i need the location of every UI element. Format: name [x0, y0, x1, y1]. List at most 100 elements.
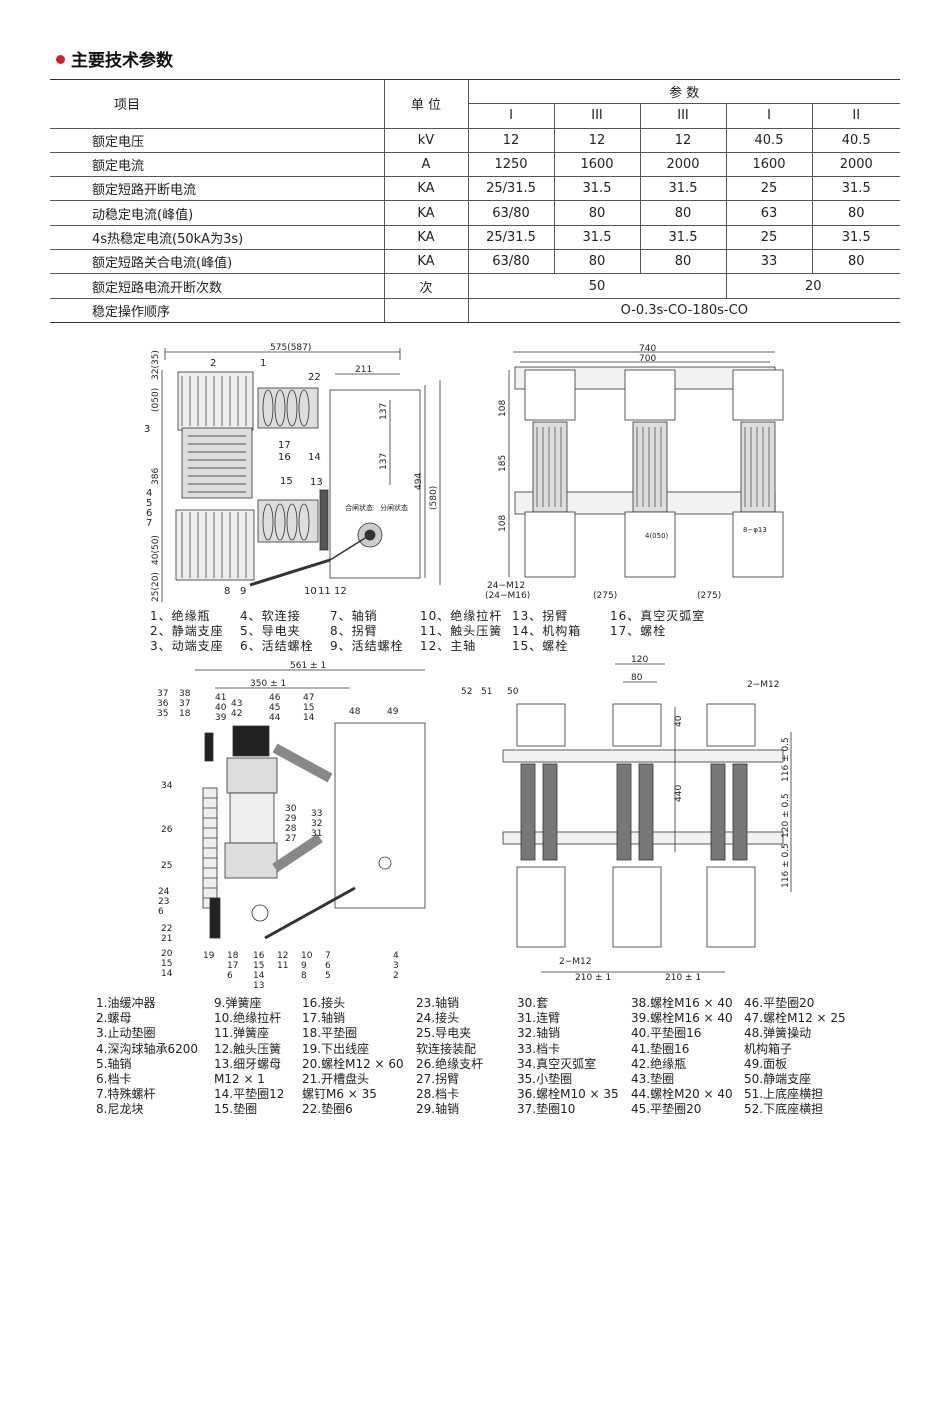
svg-text:14: 14 — [161, 969, 173, 979]
svg-text:28: 28 — [285, 824, 297, 834]
svg-text:8: 8 — [224, 586, 230, 597]
dim-580: (580) — [429, 486, 439, 510]
dim-80: 80 — [631, 673, 643, 683]
dim-386: 386 — [151, 468, 161, 485]
svg-text:11: 11 — [318, 586, 331, 597]
svg-text:29: 29 — [285, 814, 297, 824]
svg-text:51: 51 — [481, 687, 492, 697]
dim-108a: 108 — [498, 400, 508, 417]
svg-text:15: 15 — [303, 703, 314, 713]
dim-050: (050) — [151, 388, 161, 412]
svg-text:8: 8 — [301, 971, 307, 981]
svg-text:5: 5 — [146, 498, 152, 509]
svg-text:10: 10 — [304, 586, 317, 597]
dim-b8: 8−φ13 — [743, 526, 767, 534]
svg-text:38: 38 — [179, 689, 191, 699]
svg-text:7: 7 — [146, 518, 152, 529]
dim-137b: 137 — [379, 453, 389, 470]
svg-text:24: 24 — [158, 887, 170, 897]
dim-m16: (24−M16) — [485, 591, 530, 601]
svg-text:27: 27 — [285, 834, 296, 844]
svg-text:17: 17 — [278, 440, 291, 451]
svg-text:12: 12 — [334, 586, 347, 597]
svg-text:7: 7 — [325, 951, 331, 961]
dim-440: 440 — [674, 785, 684, 802]
dim-275a: (275) — [593, 591, 617, 601]
svg-text:21: 21 — [161, 934, 172, 944]
svg-text:1: 1 — [260, 358, 266, 369]
svg-text:18: 18 — [179, 709, 191, 719]
svg-text:2: 2 — [210, 358, 216, 369]
svg-text:4: 4 — [393, 951, 399, 961]
svg-text:15: 15 — [161, 959, 172, 969]
svg-text:50: 50 — [507, 687, 519, 697]
dim-350: 350 ± 1 — [250, 679, 286, 689]
svg-text:16: 16 — [253, 951, 265, 961]
svg-text:12: 12 — [277, 951, 288, 961]
dim-494: 494 — [414, 473, 424, 490]
svg-text:26: 26 — [161, 825, 173, 835]
svg-text:11: 11 — [277, 961, 288, 971]
svg-text:49: 49 — [387, 707, 399, 717]
dim-2m12-top: 2−M12 — [747, 680, 779, 690]
dim-40: 40 — [674, 715, 684, 727]
dim-120: 120 — [631, 655, 648, 665]
svg-text:40: 40 — [215, 703, 227, 713]
svg-text:19: 19 — [203, 951, 215, 961]
svg-text:15: 15 — [280, 476, 293, 487]
svg-text:47: 47 — [303, 693, 314, 703]
dim-4050: 4(050) — [645, 532, 669, 540]
side-view-drawing-1: 575(587) 211 合闸状态 分闸状态 137 137 494 (580)… — [144, 343, 441, 602]
svg-text:9: 9 — [301, 961, 307, 971]
table-header-row: 项目 单 位 参 数 — [50, 78, 900, 129]
variant-2: III — [553, 103, 640, 129]
svg-text:45: 45 — [269, 703, 280, 713]
section-title: 主要技术参数 — [56, 46, 173, 71]
svg-text:5: 5 — [325, 971, 331, 981]
dim-575: 575(587) — [270, 343, 311, 353]
svg-text:2: 2 — [393, 971, 399, 981]
table-variant-row: I III III I II — [50, 103, 900, 129]
dim-137a: 137 — [379, 403, 389, 420]
dim-275b: (275) — [697, 591, 721, 601]
svg-text:9: 9 — [240, 586, 246, 597]
svg-text:30: 30 — [285, 804, 297, 814]
mechanism-front-drawing-4: 120 80 2−M12 40 440 116 ± 0.5 120 ± 0.5 … — [461, 655, 792, 983]
svg-text:14: 14 — [253, 971, 265, 981]
svg-text:48: 48 — [349, 707, 361, 717]
svg-text:22: 22 — [161, 924, 172, 934]
svg-text:44: 44 — [269, 713, 281, 723]
dim-m12: 24−M12 — [487, 581, 525, 591]
dim-700: 700 — [639, 354, 656, 364]
svg-text:32: 32 — [311, 819, 322, 829]
svg-text:6: 6 — [158, 907, 164, 917]
svg-text:37: 37 — [179, 699, 190, 709]
svg-text:41: 41 — [215, 693, 226, 703]
svg-text:34: 34 — [161, 781, 173, 791]
dim-740: 740 — [639, 344, 656, 354]
svg-text:52: 52 — [461, 687, 472, 697]
svg-text:25: 25 — [161, 861, 172, 871]
dim-40: 40(50) — [151, 535, 161, 565]
dim-2m12-bottom: 2−M12 — [559, 957, 591, 967]
svg-text:20: 20 — [161, 949, 173, 959]
svg-text:10: 10 — [301, 951, 313, 961]
header-params: 参 数 — [467, 78, 900, 105]
svg-text:37: 37 — [157, 689, 168, 699]
pole-stacks — [516, 703, 756, 948]
svg-text:23: 23 — [158, 897, 169, 907]
header-unit: 单 位 — [383, 79, 468, 129]
svg-text:6: 6 — [146, 508, 152, 519]
variant-4: I — [725, 103, 812, 129]
svg-text:46: 46 — [269, 693, 281, 703]
dim-211: 211 — [355, 365, 372, 375]
svg-text:3: 3 — [393, 961, 399, 971]
svg-text:6: 6 — [227, 971, 233, 981]
